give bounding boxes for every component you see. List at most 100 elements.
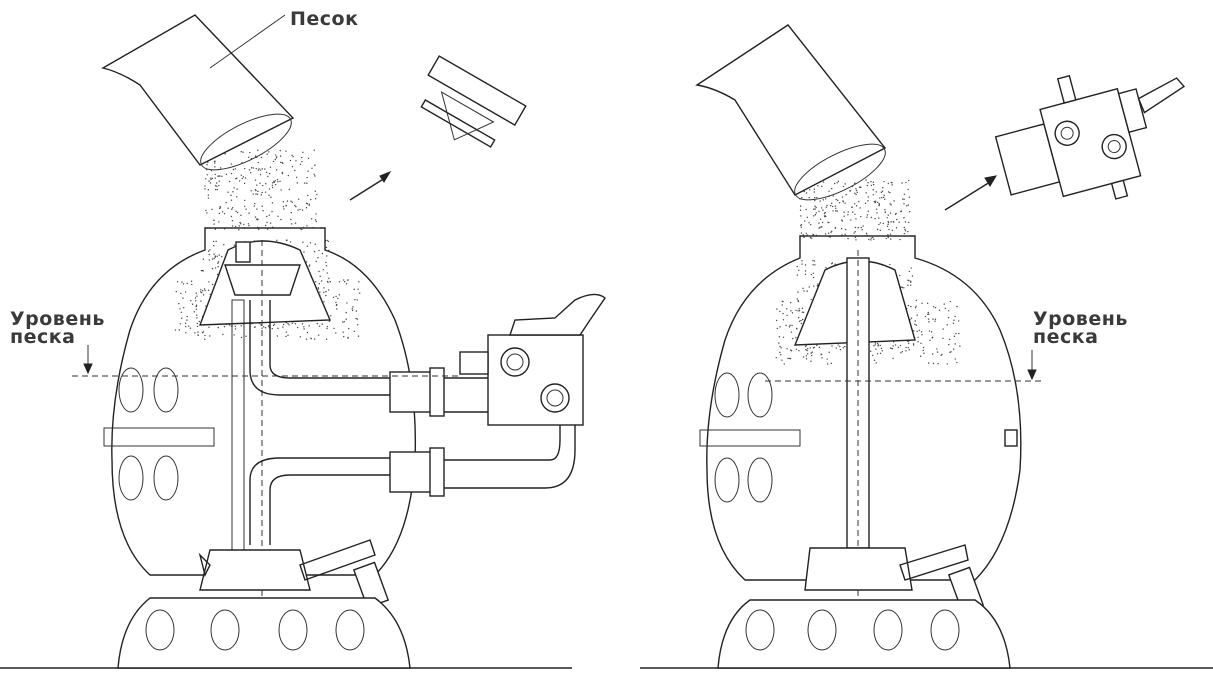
sand-grain	[325, 338, 328, 340]
sand-grain	[805, 358, 808, 360]
sand-grain	[826, 204, 828, 207]
sand-grain	[182, 297, 184, 299]
sand-grain	[250, 167, 253, 169]
sand-grain	[903, 217, 905, 219]
sand-grain	[920, 355, 922, 357]
sand-grain	[855, 188, 857, 190]
sand-grain	[186, 319, 188, 321]
sand-grain	[808, 196, 810, 199]
sand-grain	[232, 191, 234, 193]
sand-level-label-right-line2: песка	[1033, 326, 1099, 348]
sand-grain	[317, 257, 319, 259]
sand-grain	[804, 273, 807, 275]
sand-grain	[775, 319, 778, 322]
sand-grain	[174, 329, 177, 331]
sand-grain	[317, 288, 320, 290]
sand-grain	[894, 344, 897, 346]
sand-grain	[277, 215, 279, 218]
sand-grain	[857, 226, 859, 229]
sand-grain	[910, 280, 912, 282]
sand-grain	[175, 290, 178, 293]
sand-grain	[886, 225, 889, 228]
sand-grain	[835, 210, 837, 212]
sand-grain	[211, 208, 213, 211]
sand-grain	[219, 207, 222, 209]
sand-grain	[215, 240, 217, 243]
sand-grain	[847, 211, 849, 213]
sand-grain	[252, 193, 254, 195]
sand-grain	[908, 196, 911, 198]
sand-grain	[248, 224, 250, 227]
sand-grain	[272, 182, 274, 184]
multiport-valve-left	[459, 293, 606, 426]
sand-grain	[844, 202, 846, 204]
sand-grain	[891, 348, 894, 350]
sand-grain	[801, 196, 803, 199]
sand-grain	[796, 274, 799, 276]
sand-grain	[886, 217, 888, 219]
sand-grain	[351, 309, 354, 312]
sand-grain	[949, 338, 951, 341]
sand-grain	[195, 300, 197, 302]
sand-grain	[831, 345, 833, 347]
sand-grain	[338, 294, 340, 296]
sand-grain	[260, 324, 262, 326]
sand-grain	[799, 205, 802, 207]
sand-grain	[822, 181, 825, 183]
sand-label-pointer	[209, 14, 286, 69]
sand-grain	[800, 226, 802, 229]
sand-grain	[207, 197, 210, 199]
sand-grain	[289, 241, 292, 243]
sand-grain	[827, 221, 829, 223]
sand-grain	[256, 184, 258, 186]
sand-grain	[253, 205, 256, 207]
sand-grain	[225, 173, 228, 176]
sand-grain	[285, 204, 287, 207]
sand-grain	[927, 311, 929, 314]
sand-grain	[213, 253, 215, 255]
sand-grain	[355, 310, 358, 312]
sand-grain	[879, 222, 882, 224]
sand-grain	[775, 357, 777, 359]
sand-grain	[205, 178, 207, 180]
sand-level-label-left-line2: песка	[10, 326, 76, 348]
sand-grain	[314, 175, 316, 177]
tank-band-left	[103, 427, 215, 447]
sand-grain	[306, 182, 308, 184]
sand-grain	[288, 324, 290, 326]
sand-grain	[310, 218, 313, 220]
sand-grain	[231, 225, 234, 227]
sand-grain	[904, 228, 906, 231]
sand-grain	[269, 222, 272, 224]
sand-grain	[269, 166, 272, 168]
sand-grain	[254, 202, 256, 205]
sand-grain	[804, 270, 807, 272]
sand-grain	[345, 311, 347, 314]
sand-grain	[867, 182, 869, 184]
sand-grain	[237, 211, 239, 214]
sand-grain	[196, 295, 198, 297]
sand-grain	[844, 228, 847, 231]
sand-grain	[918, 329, 920, 332]
sand-grain	[217, 261, 220, 263]
sand-grain	[905, 181, 907, 184]
sand-grain	[899, 274, 901, 277]
sand-grain	[864, 202, 867, 205]
sand-grain	[953, 319, 955, 321]
sand-grain	[359, 292, 361, 294]
sand-grain	[214, 188, 217, 191]
sand-grain	[783, 363, 785, 365]
sand-grain	[190, 280, 193, 282]
sand-grain	[829, 204, 832, 207]
sand-grain	[214, 177, 216, 179]
sand-grain	[281, 172, 284, 175]
sand-grain	[917, 340, 919, 343]
sand-grain	[819, 218, 822, 220]
sand-grain	[276, 239, 278, 242]
sand-grain	[256, 193, 259, 195]
sand-grain	[892, 220, 895, 223]
sand-grain	[285, 331, 288, 333]
sand-grain	[204, 188, 206, 190]
sand-grain	[296, 182, 299, 184]
